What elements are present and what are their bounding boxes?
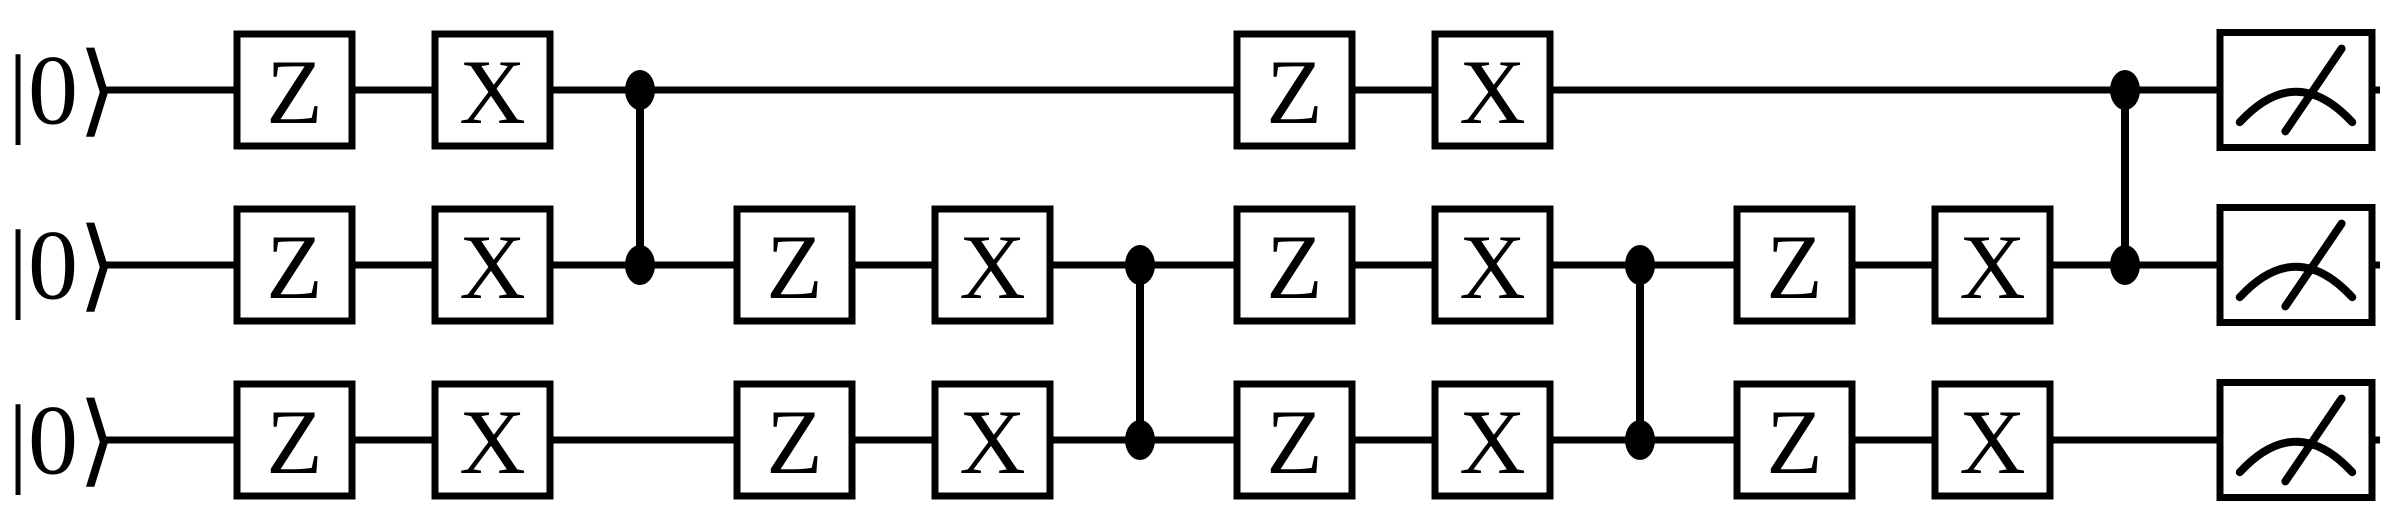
meter-icon-needle bbox=[2281, 394, 2346, 486]
meter-icon-arc bbox=[2235, 87, 2357, 127]
gate-box-x[interactable] bbox=[431, 205, 554, 325]
gate-label-x: X bbox=[1459, 391, 1525, 493]
gate-box-z[interactable] bbox=[1233, 205, 1356, 325]
gate-box-x[interactable] bbox=[1431, 205, 1554, 325]
gate-label-z: Z bbox=[1266, 216, 1322, 318]
cz-control-dot[interactable] bbox=[625, 245, 655, 285]
gate-layer: Z X Z X Z X Z X Z X Z X Z X Z X Z X Z X bbox=[233, 30, 2054, 500]
gate-label-z: Z bbox=[1766, 216, 1822, 318]
gate-label-x: X bbox=[1959, 216, 2025, 318]
gate-box-z[interactable] bbox=[1733, 205, 1856, 325]
cz-control-dot[interactable] bbox=[1125, 245, 1155, 285]
gate-box-z[interactable] bbox=[1733, 380, 1856, 500]
cz-control-dot[interactable] bbox=[1625, 420, 1655, 460]
gate-label-x: X bbox=[459, 391, 525, 493]
control-link-layer bbox=[636, 90, 2129, 440]
gate-box-x[interactable] bbox=[431, 30, 554, 150]
gate-label-z: Z bbox=[1266, 41, 1322, 143]
meter-icon-needle bbox=[2281, 44, 2346, 136]
cz-control-dot[interactable] bbox=[1625, 245, 1655, 285]
gate-box-x[interactable] bbox=[1431, 30, 1554, 150]
measurement-box[interactable] bbox=[2216, 379, 2376, 501]
meter-icon-arc bbox=[2235, 262, 2357, 302]
gate-box-z[interactable] bbox=[733, 380, 856, 500]
gate-box-x[interactable] bbox=[931, 380, 1054, 500]
gate-label-z: Z bbox=[1766, 391, 1822, 493]
qubit-label-1: |0⟩ bbox=[8, 210, 117, 321]
gate-label-z: Z bbox=[766, 216, 822, 318]
gate-label-z: Z bbox=[1266, 391, 1322, 493]
meter-icon-arc bbox=[2235, 437, 2357, 477]
gate-label-x: X bbox=[1459, 216, 1525, 318]
meter-icon-needle bbox=[2281, 219, 2346, 311]
gate-label-x: X bbox=[1459, 41, 1525, 143]
gate-box-x[interactable] bbox=[931, 205, 1054, 325]
measurement-layer bbox=[2216, 29, 2376, 501]
cz-control-dot[interactable] bbox=[1125, 420, 1155, 460]
gate-label-x: X bbox=[459, 216, 525, 318]
gate-box-x[interactable] bbox=[431, 380, 554, 500]
gate-label-z: Z bbox=[266, 391, 322, 493]
cz-control-dot[interactable] bbox=[625, 70, 655, 110]
gate-label-x: X bbox=[1959, 391, 2025, 493]
qubit-label-0: |0⟩ bbox=[8, 35, 117, 146]
gate-box-z[interactable] bbox=[233, 380, 356, 500]
qubit-label-2: |0⟩ bbox=[8, 385, 117, 496]
cz-control-dot[interactable] bbox=[2110, 70, 2140, 110]
gate-box-z[interactable] bbox=[733, 205, 856, 325]
gate-label-x: X bbox=[459, 41, 525, 143]
control-dot-layer bbox=[625, 70, 2140, 460]
cz-control-dot[interactable] bbox=[2110, 245, 2140, 285]
ket-label-layer: |0⟩ |0⟩ |0⟩ bbox=[8, 35, 117, 496]
measurement-box[interactable] bbox=[2216, 204, 2376, 326]
gate-box-z[interactable] bbox=[1233, 380, 1356, 500]
gate-label-z: Z bbox=[266, 41, 322, 143]
gate-box-x[interactable] bbox=[1931, 380, 2054, 500]
gate-label-x: X bbox=[959, 216, 1025, 318]
gate-label-x: X bbox=[959, 391, 1025, 493]
gate-box-z[interactable] bbox=[233, 30, 356, 150]
gate-label-z: Z bbox=[766, 391, 822, 493]
gate-box-x[interactable] bbox=[1931, 205, 2054, 325]
gate-box-z[interactable] bbox=[233, 205, 356, 325]
gate-box-x[interactable] bbox=[1431, 380, 1554, 500]
gate-box-z[interactable] bbox=[1233, 30, 1356, 150]
gate-label-z: Z bbox=[266, 216, 322, 318]
